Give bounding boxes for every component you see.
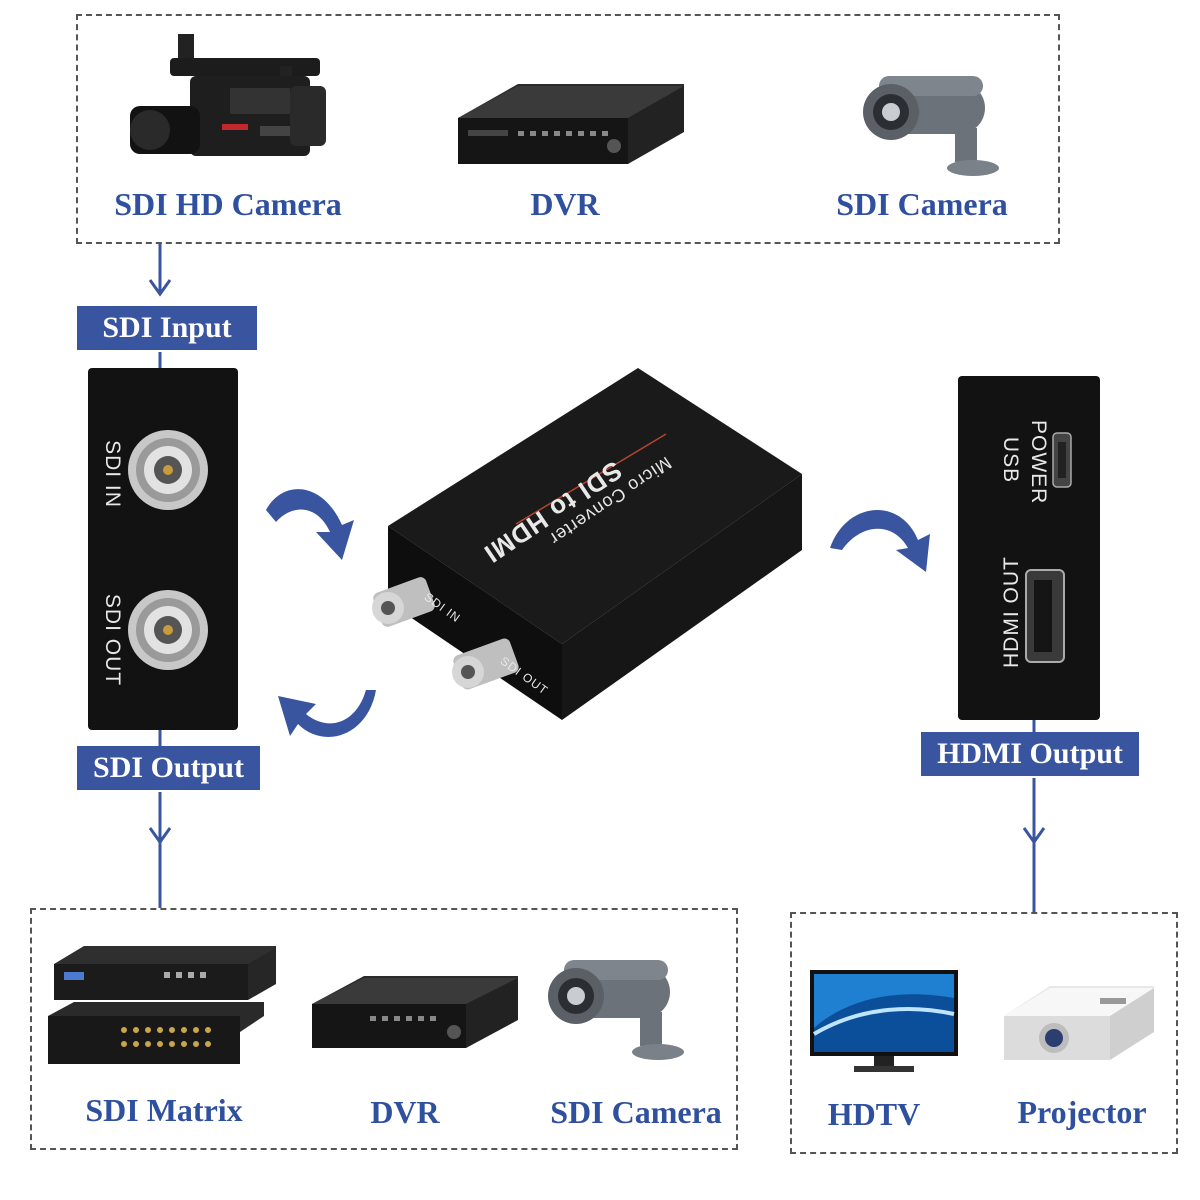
- dvr-image: [458, 84, 684, 164]
- hdtv-image: [810, 970, 958, 1072]
- tag-hdmi-output: HDMI Output: [921, 732, 1139, 776]
- curved-arrow-out: [278, 690, 376, 737]
- caption-projector: Projector: [1017, 1094, 1147, 1130]
- projector-image: [1004, 986, 1154, 1060]
- caption-sdi-camera: SDI Camera: [836, 186, 1008, 222]
- label-usb: USB: [999, 436, 1022, 484]
- sdi-in-connector: [128, 430, 208, 510]
- caption-sdi-matrix: SDI Matrix: [85, 1092, 243, 1128]
- curved-arrow-in: [266, 489, 354, 560]
- hdmi-port: [1025, 569, 1065, 663]
- sdi-hd-camera-image: [130, 34, 326, 156]
- caption-dvr: DVR: [530, 186, 600, 222]
- sources-box: [76, 14, 1060, 244]
- hdmi-targets-box: [790, 912, 1178, 1154]
- sdi-out-connector: [128, 590, 208, 670]
- label-sdi-in: SDI IN: [101, 440, 124, 508]
- sdi-targets-box: [30, 908, 738, 1150]
- tag-sdi-input: SDI Input: [77, 306, 257, 350]
- caption-hdtv: HDTV: [827, 1096, 921, 1132]
- curved-arrow-hdmi: [830, 510, 930, 572]
- sdi-camera-bottom-image: [548, 960, 684, 1060]
- tag-sdi-output: SDI Output: [77, 746, 260, 790]
- label-sdi-out: SDI OUT: [101, 593, 124, 687]
- sdi-camera-image: [863, 76, 999, 176]
- caption-sdi-camera-bottom: SDI Camera: [550, 1094, 722, 1130]
- caption-dvr-bottom: DVR: [370, 1094, 440, 1130]
- converter-device: [372, 368, 802, 720]
- label-hdmi-out: HDMI OUT: [1000, 556, 1023, 668]
- usb-port: [1052, 432, 1072, 488]
- caption-sdi-hd-camera: SDI HD Camera: [114, 186, 342, 222]
- label-power: POWER: [1027, 420, 1050, 505]
- sdi-matrix-image: [48, 946, 276, 1064]
- dvr-bottom-image: [312, 976, 518, 1048]
